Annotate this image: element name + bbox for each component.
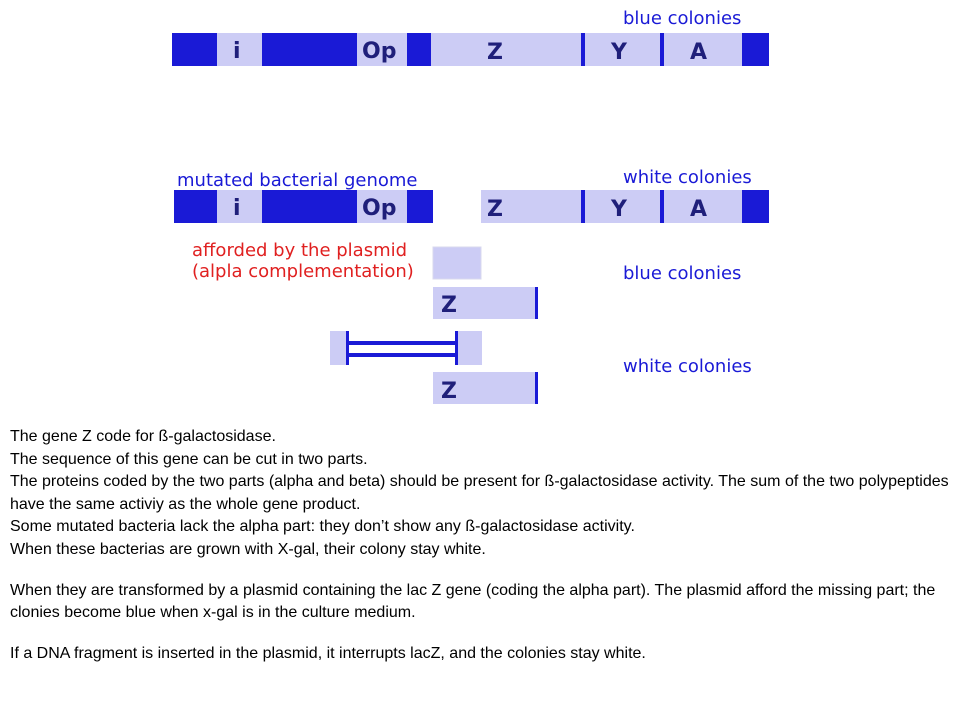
lac-operon-diagram: blue colonies i Op Z Y A mutated bacteri… [172, 8, 769, 404]
text-line: When these bacterias are grown with X-ga… [10, 540, 486, 558]
mutated-operon-right: Z Y A [481, 190, 769, 223]
spacer-block [262, 190, 357, 223]
gene-op-block [357, 33, 407, 66]
gene-i-block [217, 190, 262, 223]
text-line: Some mutated bacteria lack the alpha par… [10, 518, 635, 536]
spacer-block [407, 33, 431, 66]
gene-y-block [585, 190, 660, 223]
blue-colonies-label-top: blue colonies [623, 8, 741, 29]
mutated-genome-label: mutated bacterial genome [177, 170, 417, 191]
divider [660, 33, 664, 66]
gene-a-label: A [690, 40, 707, 65]
text-line: The proteins coded by the two parts (alp… [10, 473, 949, 513]
plasmid-label-line2: (alpla complementation) [192, 261, 414, 282]
insert-line-top [349, 341, 455, 345]
gene-a-block [664, 33, 742, 66]
mutated-operon-left: i Op [174, 190, 433, 223]
divider [581, 33, 585, 66]
gene-i-label: i [233, 196, 241, 221]
divider [660, 190, 664, 223]
divider [581, 190, 585, 223]
gene-i-block [217, 33, 262, 66]
gene-z-label: Z [487, 197, 503, 222]
gene-z-label: Z [487, 40, 503, 65]
gene-y-block [585, 33, 660, 66]
insert-left-edge [346, 331, 349, 365]
insert-right-edge [455, 331, 458, 365]
blue-colonies-label-2: blue colonies [623, 263, 741, 284]
wild-type-operon: i Op Z Y A [172, 33, 769, 66]
insert-z-block: Z [433, 372, 538, 404]
dna-insert [330, 331, 482, 365]
spacer-block [172, 33, 217, 66]
gene-op-label: Op [362, 39, 396, 64]
spacer-block [262, 33, 357, 66]
alpha-fragment-block [432, 246, 482, 280]
gene-op-label: Op [362, 196, 396, 221]
text-line: When they are transformed by a plasmid c… [10, 581, 936, 622]
gene-op-block [357, 190, 407, 223]
gene-y-label: Y [610, 197, 628, 222]
plasmid-z-block: Z [433, 287, 538, 319]
plasmid-z-label: Z [441, 293, 457, 318]
paragraph-gap [10, 562, 950, 580]
text-line: The gene Z code for ß-galactosidase. [10, 428, 276, 445]
gene-y-label: Y [610, 40, 628, 65]
spacer-block [174, 190, 217, 223]
white-colonies-label-2: white colonies [623, 356, 752, 377]
text-line: The sequence of this gene can be cut in … [10, 450, 368, 468]
plasmid-label-line1: afforded by the plasmid [192, 240, 407, 261]
insert-z-label: Z [441, 379, 457, 404]
insert-line-bottom [349, 353, 455, 357]
paragraph-gap [10, 625, 950, 643]
spacer-block [742, 190, 769, 223]
insert-left-end [330, 331, 346, 365]
gene-a-block [664, 190, 742, 223]
spacer-block [742, 33, 769, 66]
spacer-block [407, 190, 433, 223]
explanation-text: The gene Z code for ß-galactosidase. The… [10, 426, 950, 665]
gene-z-block [431, 33, 581, 66]
gene-a-label: A [690, 197, 707, 222]
white-colonies-label-1: white colonies [623, 167, 752, 188]
insert-right-end [458, 331, 482, 365]
gene-z-partial-block [481, 190, 581, 223]
gene-i-label: i [233, 39, 241, 64]
text-line: If a DNA fragment is inserted in the pla… [10, 644, 646, 662]
